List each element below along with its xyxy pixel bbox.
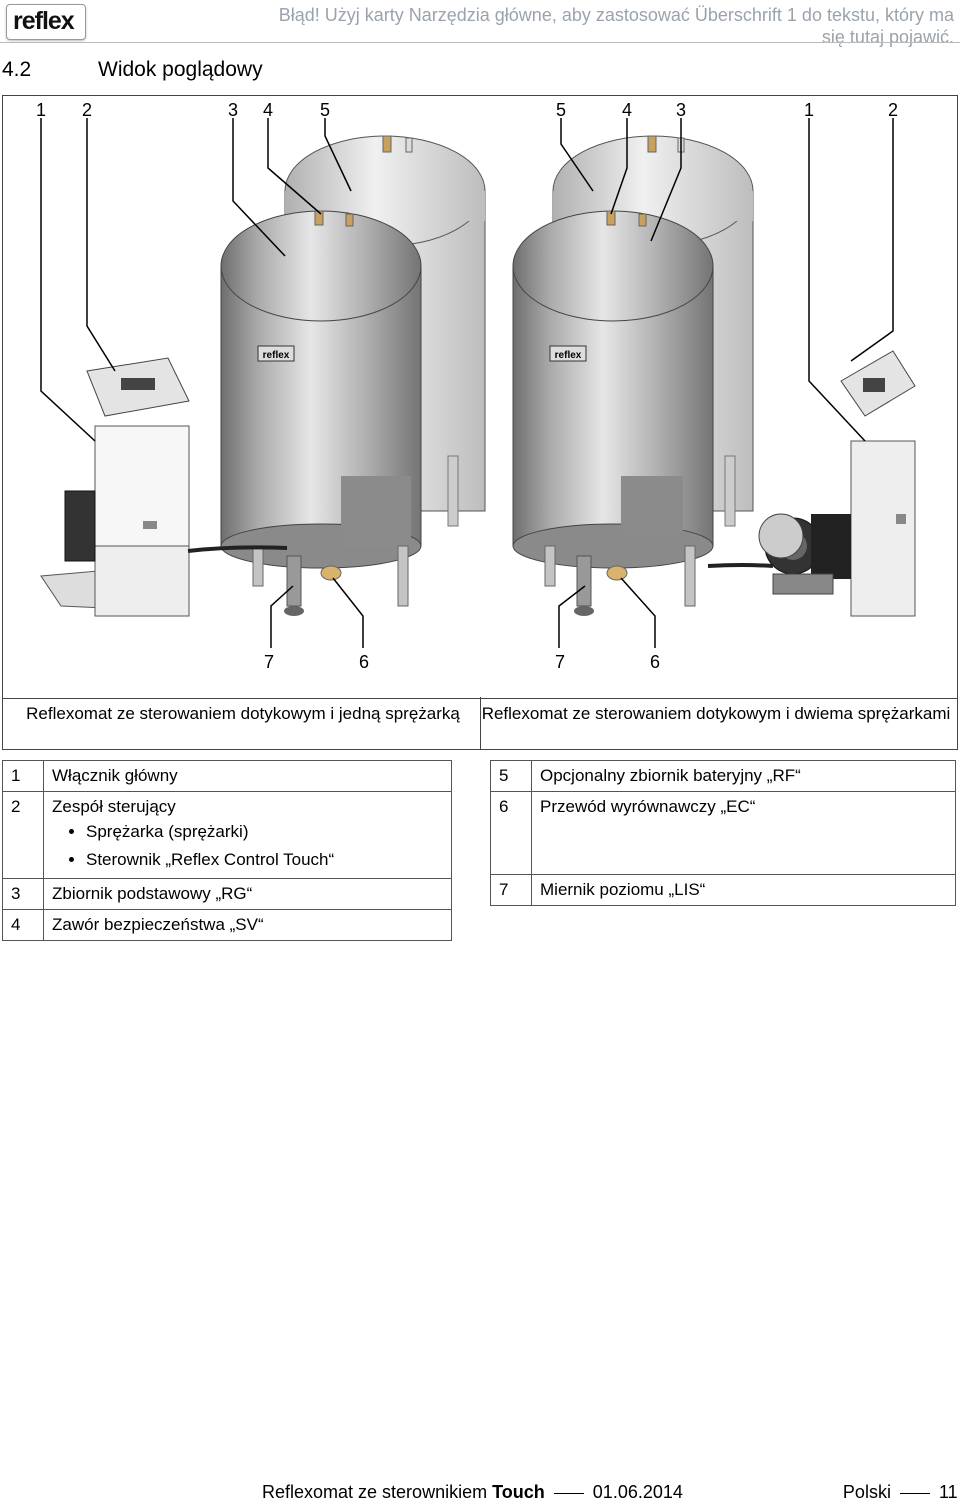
legend-text: Przewód wyrównawczy „EC“ xyxy=(531,791,956,875)
legend-num: 7 xyxy=(490,874,532,906)
base-tank-right: reflex xyxy=(512,210,714,616)
callout-top-right-4: 4 xyxy=(621,100,633,120)
table-row: 6 Przewód wyrównawczy „EC“ xyxy=(490,791,956,875)
legend-text: Zawór bezpieczeństwa „SV“ xyxy=(43,909,452,941)
figure-captions: Reflexomat ze sterowaniem dotykowym i je… xyxy=(2,697,958,750)
tank-logo-left: reflex xyxy=(263,350,290,361)
reflexomat-illustration: reflex xyxy=(40,118,916,648)
control-unit-left xyxy=(40,357,288,617)
legend-text: Miernik poziomu „LIS“ xyxy=(531,874,956,906)
left-unit: reflex xyxy=(40,118,486,648)
page-footer: Reflexomat ze sterownikiem Touch 01.06.2… xyxy=(262,1482,958,1503)
legend-num: 4 xyxy=(2,909,44,941)
legend-text: Opcjonalny zbiornik bateryjny „RF“ xyxy=(531,760,956,792)
footer-dash xyxy=(553,1492,584,1494)
caption-right: Reflexomat ze sterowaniem dotykowym i dw… xyxy=(480,697,951,749)
footer-language: Polski xyxy=(842,1482,891,1502)
table-row: 2 Zespół sterujący Sprężarka (sprężarki)… xyxy=(2,791,452,879)
callout-bottom-right-6: 6 xyxy=(649,652,661,672)
callout-bottom-left-7: 7 xyxy=(263,652,275,672)
list-item: Sprężarka (sprężarki) xyxy=(86,818,443,846)
section-heading: 4.2 Widok poglądowy xyxy=(2,58,263,82)
legend-num: 1 xyxy=(2,760,44,792)
tank-logo-right: reflex xyxy=(555,350,582,361)
legend-cell: Zespół sterujący Sprężarka (sprężarki) S… xyxy=(43,791,452,879)
legend-text: Włącznik główny xyxy=(43,760,452,792)
list-item: Sterownik „Reflex Control Touch“ xyxy=(86,846,443,874)
callout-top-right-5: 5 xyxy=(555,100,567,120)
legend-num: 6 xyxy=(490,791,532,875)
legend-num: 3 xyxy=(2,878,44,910)
legend-num: 5 xyxy=(490,760,532,792)
table-row: 1 Włącznik główny xyxy=(2,760,452,792)
header-error-line-2: się tutaj pojawić. xyxy=(821,27,954,47)
footer-doc-title-bold: Touch xyxy=(492,1482,545,1502)
callout-bottom-left-6: 6 xyxy=(358,652,370,672)
right-unit: reflex xyxy=(512,118,916,648)
section-number: 4.2 xyxy=(2,58,32,81)
leader-lines-left xyxy=(40,118,364,648)
table-row: 3 Zbiornik podstawowy „RG“ xyxy=(2,878,452,910)
logo-text: reflex xyxy=(13,7,75,35)
control-unit-right xyxy=(707,350,916,617)
callout-top-right-2: 2 xyxy=(887,100,899,120)
legend-num: 2 xyxy=(2,791,44,879)
table-row: 4 Zawór bezpieczeństwa „SV“ xyxy=(2,909,452,941)
leader-lines-right xyxy=(558,118,894,648)
callout-top-left-4: 4 xyxy=(262,100,274,120)
legend-text: Zbiornik podstawowy „RG“ xyxy=(43,878,452,910)
legend-table-right: 5 Opcjonalny zbiornik bateryjny „RF“ 6 P… xyxy=(490,760,956,906)
footer-page-number: 11 xyxy=(938,1482,958,1502)
overview-figure: reflex xyxy=(2,95,958,699)
callout-top-right-3: 3 xyxy=(675,100,687,120)
callout-top-left-2: 2 xyxy=(81,100,93,120)
callout-bottom-right-7: 7 xyxy=(554,652,566,672)
callout-top-left-5: 5 xyxy=(319,100,331,120)
header-divider xyxy=(0,42,960,43)
footer-date: 01.06.2014 xyxy=(592,1482,683,1502)
legend-text: Zespół sterujący xyxy=(52,797,176,816)
footer-doc-title: Reflexomat ze sterownikiem xyxy=(262,1482,488,1502)
header-error-line-1: Błąd! Użyj karty Narzędzia główne, aby z… xyxy=(278,5,954,25)
legend-bullets: Sprężarka (sprężarki) Sterownik „Reflex … xyxy=(52,818,443,874)
callout-top-left-3: 3 xyxy=(227,100,239,120)
reflex-logo: reflex xyxy=(6,4,86,40)
footer-dash xyxy=(899,1492,930,1494)
callout-top-right-1: 1 xyxy=(803,100,815,120)
section-title: Widok poglądowy xyxy=(98,58,263,81)
callout-top-left-1: 1 xyxy=(35,100,47,120)
table-row: 5 Opcjonalny zbiornik bateryjny „RF“ xyxy=(490,760,956,792)
table-row: 7 Miernik poziomu „LIS“ xyxy=(490,874,956,906)
caption-left: Reflexomat ze sterowaniem dotykowym i je… xyxy=(26,704,460,723)
base-tank-left: reflex xyxy=(220,210,422,616)
legend-table-left: 1 Włącznik główny 2 Zespół sterujący Spr… xyxy=(2,760,452,941)
